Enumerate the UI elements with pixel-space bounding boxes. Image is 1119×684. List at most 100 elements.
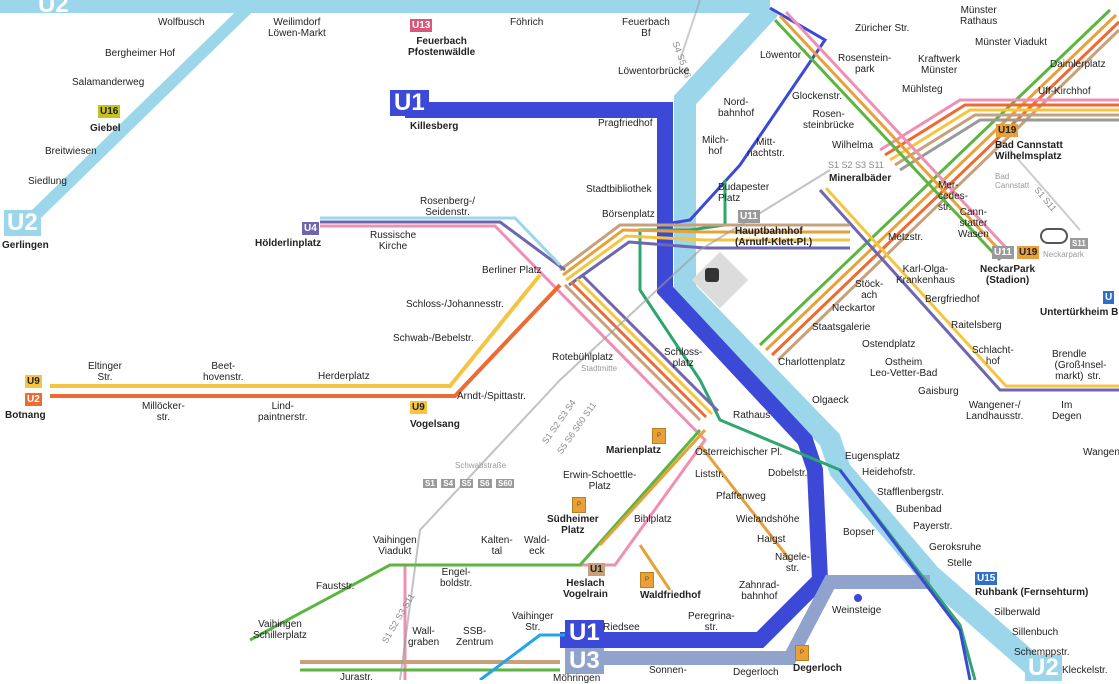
station-rosensteinbruecke[interactable]: Rosen- steinbrücke bbox=[803, 109, 855, 131]
station-waldfriedhof[interactable]: Waldfriedhof bbox=[640, 590, 701, 601]
station-metzstr[interactable]: Metzstr. bbox=[888, 232, 924, 243]
station-vogelsang[interactable]: Vogelsang bbox=[410, 419, 460, 430]
station-schlossplatz[interactable]: Schloss- platz bbox=[664, 347, 703, 369]
station-stafflenbergstr[interactable]: Stafflenbergstr. bbox=[877, 487, 945, 498]
station-nordbahnhof[interactable]: Nord- bahnhof bbox=[718, 97, 755, 119]
station-rotebuehlplatz[interactable]: Rotebühlplatz bbox=[552, 352, 614, 363]
station-stadtbibliothek[interactable]: Stadtbibliothek bbox=[586, 184, 652, 195]
station-engelboldstr[interactable]: Engel- boldstr. bbox=[440, 567, 473, 589]
station-breitwiesen[interactable]: Breitwiesen bbox=[45, 146, 97, 157]
station-heidehofstr[interactable]: Heidehofstr. bbox=[862, 467, 916, 478]
station-milchhof[interactable]: Milch- hof bbox=[702, 135, 729, 157]
station-kleckelstr[interactable]: Kleckelstr. bbox=[1062, 665, 1108, 676]
station-degerloch[interactable]: Degerloch bbox=[733, 667, 779, 678]
station-zuericher[interactable]: Züricher Str. bbox=[855, 23, 910, 34]
station-muenster-rathaus[interactable]: Münster Rathaus bbox=[960, 5, 998, 27]
station-karl-olga[interactable]: Karl-Olga- Krankenhaus bbox=[896, 264, 955, 286]
station-arndt[interactable]: Arndt-/Spittastr. bbox=[457, 391, 526, 402]
station-lindpaintner[interactable]: Lind- paintnerstr. bbox=[258, 401, 308, 423]
station-brendle[interactable]: Brendle (Groß- markt) bbox=[1052, 349, 1087, 382]
station-vaihingen-viadukt[interactable]: Vaihingen Viadukt bbox=[373, 535, 417, 557]
station-uff-kirchhof[interactable]: Uff-Kirchhof bbox=[1038, 86, 1091, 97]
station-berliner-platz[interactable]: Berliner Platz bbox=[482, 265, 542, 276]
station-juraste[interactable]: Jurastr. bbox=[340, 672, 373, 683]
station-eugensplatz[interactable]: Eugensplatz bbox=[845, 451, 901, 462]
station-silberwald[interactable]: Silberwald bbox=[994, 607, 1041, 618]
station-millaeckerstr[interactable]: Millöcker- str. bbox=[142, 401, 185, 423]
station-ostheim[interactable]: Ostheim Leo-Vetter-Bad bbox=[870, 357, 938, 379]
station-stoeckach[interactable]: Stöck- ach bbox=[855, 279, 884, 301]
station-stelle[interactable]: Stelle bbox=[947, 558, 973, 569]
station-boersenplatz[interactable]: Börsenplatz bbox=[602, 209, 655, 220]
station-raitelsberg[interactable]: Raitelsberg bbox=[951, 320, 1002, 331]
station-muehlsteg[interactable]: Mühlsteg bbox=[902, 84, 943, 95]
station-wilhelma[interactable]: Wilhelma bbox=[832, 140, 874, 151]
station-vaihinger-str[interactable]: Vaihinger Str. bbox=[512, 611, 554, 633]
station-charlottenplatz[interactable]: Charlottenplatz bbox=[778, 357, 846, 368]
station-ostendplatz[interactable]: Ostendplatz bbox=[862, 339, 916, 350]
station-loewentor[interactable]: Löwentor bbox=[760, 50, 802, 61]
station-neckartor[interactable]: Neckartor bbox=[832, 303, 876, 314]
station-eltinger[interactable]: Eltinger Str. bbox=[88, 361, 122, 383]
station-rathaus[interactable]: Rathaus bbox=[733, 410, 771, 421]
station-gerlingen[interactable]: Gerlingen bbox=[2, 240, 49, 251]
station-gaisburg[interactable]: Gaisburg bbox=[918, 386, 959, 397]
station-wangener-land[interactable]: Wangener-/ Landhausstr. bbox=[966, 400, 1024, 422]
station-neckarpark-s[interactable]: Neckarpark bbox=[1043, 250, 1084, 259]
station-botnang[interactable]: Botnang bbox=[5, 410, 46, 421]
station-loewentorbruecke[interactable]: Löwentorbrücke bbox=[618, 66, 690, 77]
station-schwab-bebel[interactable]: Schwab-/Bebelstr. bbox=[393, 333, 474, 344]
station-ruhbank[interactable]: Ruhbank (Fernsehturm) bbox=[975, 587, 1089, 598]
station-riedsee[interactable]: Riedsee bbox=[603, 622, 640, 633]
station-oesterreichischer[interactable]: Österreichischer Pl. bbox=[695, 447, 783, 458]
station-bihlplatz[interactable]: Bihlplatz bbox=[634, 514, 672, 525]
station-ssb-zentrum[interactable]: SSB- Zentrum bbox=[456, 626, 494, 648]
station-foehrich[interactable]: Föhrich bbox=[510, 17, 544, 28]
station-weinsteige[interactable]: Weinsteige bbox=[832, 605, 882, 616]
station-faust[interactable]: Fauststr. bbox=[316, 581, 355, 592]
station-liststr[interactable]: Liststr. bbox=[695, 469, 724, 480]
station-hauptbahnhof[interactable]: Hauptbahnhof (Arnulf-Klett-Pl.) bbox=[735, 226, 813, 248]
station-hoelderlinplatz[interactable]: Hölderlinplatz bbox=[255, 238, 322, 249]
station-mercedesstr[interactable]: Mer- cedes- str. bbox=[938, 180, 969, 213]
station-wangen[interactable]: Wangen bbox=[1083, 447, 1119, 458]
station-mineralbaeder[interactable]: Mineralbäder bbox=[829, 173, 892, 184]
station-sonnenberg[interactable]: Sonnen- bbox=[649, 665, 687, 676]
station-heslach[interactable]: Heslach Vogelrain bbox=[563, 578, 608, 600]
station-bad-cannstatt[interactable]: Bad Cannstatt Wilhelmsplatz bbox=[995, 140, 1063, 162]
station-bubenbad[interactable]: Bubenbad bbox=[896, 504, 942, 515]
station-killesberg[interactable]: Killesberg bbox=[410, 121, 459, 132]
station-daimlerplatz[interactable]: Daimlerplatz bbox=[1050, 59, 1106, 70]
station-glockenstr[interactable]: Glockenstr. bbox=[792, 91, 843, 102]
station-vaihingen-schiller[interactable]: Vaihingen Schillerplatz bbox=[253, 619, 307, 641]
station-muenster-viadukt[interactable]: Münster Viadukt bbox=[975, 37, 1048, 48]
station-staatsgalerie[interactable]: Staatsgalerie bbox=[812, 322, 871, 333]
station-giebel[interactable]: Giebel bbox=[90, 123, 121, 134]
station-cannstatter-wasen[interactable]: Cann- statter Wasen bbox=[958, 207, 989, 240]
station-wielandshoehe[interactable]: Wielandshöhe bbox=[736, 514, 800, 525]
station-salamanderweg[interactable]: Salamanderweg bbox=[72, 77, 145, 88]
station-olgaeck[interactable]: Olgaeck bbox=[812, 395, 849, 406]
station-waldeck[interactable]: Wald- eck bbox=[524, 535, 550, 557]
station-bergheimer-hof[interactable]: Bergheimer Hof bbox=[105, 48, 176, 59]
station-schlachthof[interactable]: Schlacht- hof bbox=[972, 345, 1014, 367]
station-inselstr[interactable]: Insel- str. bbox=[1082, 360, 1107, 382]
station-beethovenstr[interactable]: Beet- hovenstr. bbox=[203, 361, 244, 383]
station-sillenbuch[interactable]: Sillenbuch bbox=[1012, 627, 1059, 638]
station-moehringen[interactable]: Möhringen bbox=[553, 673, 601, 684]
station-suedheimer[interactable]: Südheimer Platz bbox=[547, 514, 599, 536]
station-erwin-schoettle[interactable]: Erwin-Schoettle- Platz bbox=[563, 470, 637, 492]
station-kraftwerk[interactable]: Kraftwerk Münster bbox=[918, 54, 961, 76]
station-zahnradbahnhof[interactable]: Zahnrad- bahnhof bbox=[739, 580, 780, 602]
station-weilimdorf[interactable]: Weilimdorf Löwen-Markt bbox=[268, 17, 326, 39]
station-neckarpark[interactable]: NeckarPark (Stadion) bbox=[980, 264, 1036, 286]
station-budapester[interactable]: Budapester Platz bbox=[718, 182, 770, 204]
station-wolfbusch[interactable]: Wolfbusch bbox=[158, 17, 205, 28]
station-im-degen[interactable]: Im Degen bbox=[1052, 400, 1082, 422]
station-siedlung[interactable]: Siedlung bbox=[28, 176, 67, 187]
station-geroksruhe[interactable]: Geroksruhe bbox=[929, 542, 982, 553]
station-stadtmitte[interactable]: Stadtmitte bbox=[581, 364, 618, 373]
station-degerloch-2[interactable]: Degerloch bbox=[793, 663, 842, 674]
station-rosenberg[interactable]: Rosenberg-/ Seidenstr. bbox=[420, 196, 476, 218]
station-feuerbach-pfosten[interactable]: Feuerbach Pfostenwäldle bbox=[408, 36, 476, 58]
